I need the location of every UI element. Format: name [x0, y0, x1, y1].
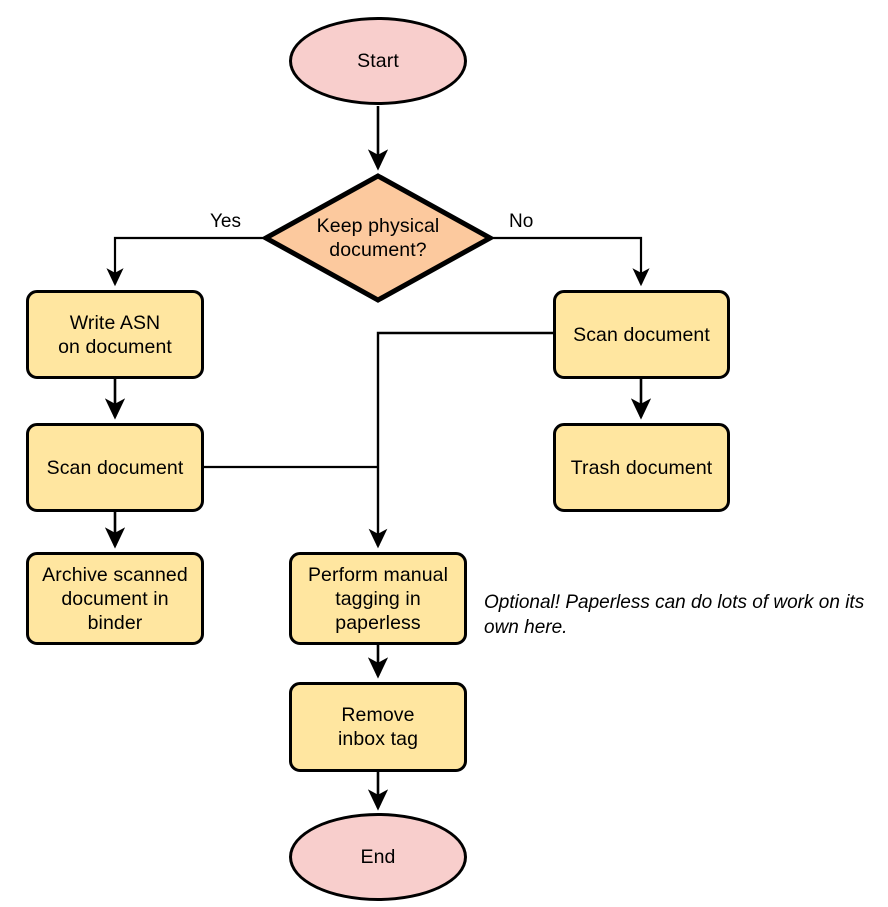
node-archive-scanned-document[interactable]: Archive scanned document in binder [26, 552, 204, 645]
node-decision-label: Keep physical document? [316, 215, 440, 261]
edge-yes-to-write-asn [106, 236, 263, 287]
edge-label-yes: Yes [210, 211, 241, 232]
node-remove-inbox-tag[interactable]: Remove inbox tag [289, 682, 467, 772]
node-perform-manual-tagging-label: Perform manual tagging in paperless [307, 563, 449, 634]
node-scan-document-right-label: Scan document [573, 323, 710, 346]
node-write-asn[interactable]: Write ASN on document [26, 290, 204, 379]
node-end[interactable]: End [289, 813, 467, 901]
edge-no-to-scan-right [493, 236, 650, 287]
edge-scan-right-to-tagging [368, 331, 553, 549]
node-perform-manual-tagging[interactable]: Perform manual tagging in paperless [289, 552, 467, 645]
node-remove-inbox-tag-label: Remove inbox tag [337, 704, 419, 750]
node-start-label: Start [357, 50, 399, 72]
annotation-optional-paperless: Optional! Paperless can do lots of work … [484, 592, 865, 638]
decision-diamond-shape [263, 173, 493, 303]
node-trash-document[interactable]: Trash document [553, 423, 730, 512]
node-archive-scanned-document-label: Archive scanned document in binder [42, 563, 188, 634]
node-end-label: End [360, 846, 396, 868]
node-trash-document-label: Trash document [570, 456, 713, 479]
node-scan-document-left-label: Scan document [46, 456, 184, 479]
node-start[interactable]: Start [289, 17, 467, 105]
edge-label-no: No [509, 211, 534, 232]
node-scan-document-left[interactable]: Scan document [26, 423, 204, 512]
node-decision-keep-physical-document[interactable]: Keep physical document? [263, 173, 493, 303]
node-scan-document-right[interactable]: Scan document [553, 290, 730, 379]
node-write-asn-label: Write ASN on document [58, 311, 172, 358]
